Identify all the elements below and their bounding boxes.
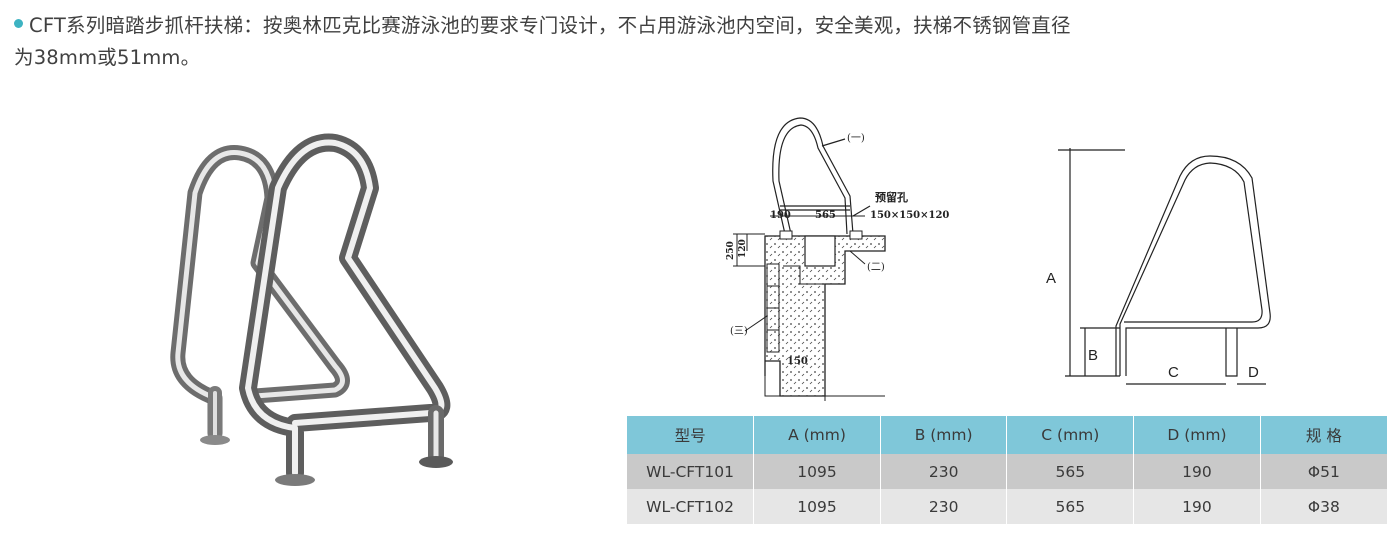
dim-120-label: 120: [738, 239, 748, 258]
table-row: WL-CFT102 1095 230 565 190 Φ38: [627, 489, 1387, 524]
cell-d: 190: [1133, 489, 1261, 524]
description-line-1: CFT系列暗踏步抓杆扶梯：按奥林匹克比赛游泳池的要求专门设计，不占用游泳池内空间…: [14, 10, 1384, 42]
dim-d-label: D: [1248, 364, 1259, 381]
cell-b: 230: [880, 489, 1008, 524]
header-b: B (mm): [880, 416, 1008, 454]
cell-model: WL-CFT101: [627, 454, 755, 489]
product-description: CFT系列暗踏步抓杆扶梯：按奥林匹克比赛游泳池的要求专门设计，不占用游泳池内空间…: [14, 10, 1384, 74]
dim-a-label: A: [1046, 270, 1056, 287]
ladder-product-photo: [170, 133, 453, 486]
cell-a: 1095: [753, 454, 881, 489]
description-line-2: 为38mm或51mm。: [14, 46, 201, 69]
bullet-icon: [14, 19, 23, 28]
part-2-label: (二): [867, 262, 885, 273]
header-model: 型号: [627, 416, 755, 454]
cell-a: 1095: [753, 489, 881, 524]
cell-b: 230: [880, 454, 1008, 489]
cell-spec: Φ38: [1260, 489, 1387, 524]
installation-section-drawing: (一) 预留孔 150×150×120 190 565 250 120 (二) …: [726, 117, 949, 401]
part-1-label: (一): [847, 133, 865, 144]
part-3-label: (三): [730, 326, 748, 337]
reserved-hole-size: 150×150×120: [870, 210, 949, 221]
cell-c: 565: [1006, 489, 1135, 524]
dim-190-label: 190: [770, 210, 791, 221]
cell-d: 190: [1133, 454, 1261, 489]
ladder-dimension-drawing: A B C D: [1046, 148, 1271, 385]
cell-c: 565: [1006, 454, 1135, 489]
spec-table: 型号 A (mm) B (mm) C (mm) D (mm) 规 格 WL-CF…: [627, 416, 1387, 524]
reserved-hole-label: 预留孔: [875, 190, 908, 204]
dim-b-label: B: [1088, 347, 1098, 364]
table-row: WL-CFT101 1095 230 565 190 Φ51: [627, 454, 1387, 489]
dim-565-label: 565: [815, 210, 836, 221]
dim-c-label: C: [1168, 364, 1179, 381]
dim-250-label: 250: [726, 241, 736, 260]
header-c: C (mm): [1006, 416, 1135, 454]
table-header-row: 型号 A (mm) B (mm) C (mm) D (mm) 规 格: [627, 416, 1387, 454]
cell-spec: Φ51: [1260, 454, 1387, 489]
header-d: D (mm): [1133, 416, 1261, 454]
cell-model: WL-CFT102: [627, 489, 755, 524]
dim-150-label: 150: [787, 356, 808, 367]
header-a: A (mm): [753, 416, 881, 454]
header-spec: 规 格: [1260, 416, 1387, 454]
